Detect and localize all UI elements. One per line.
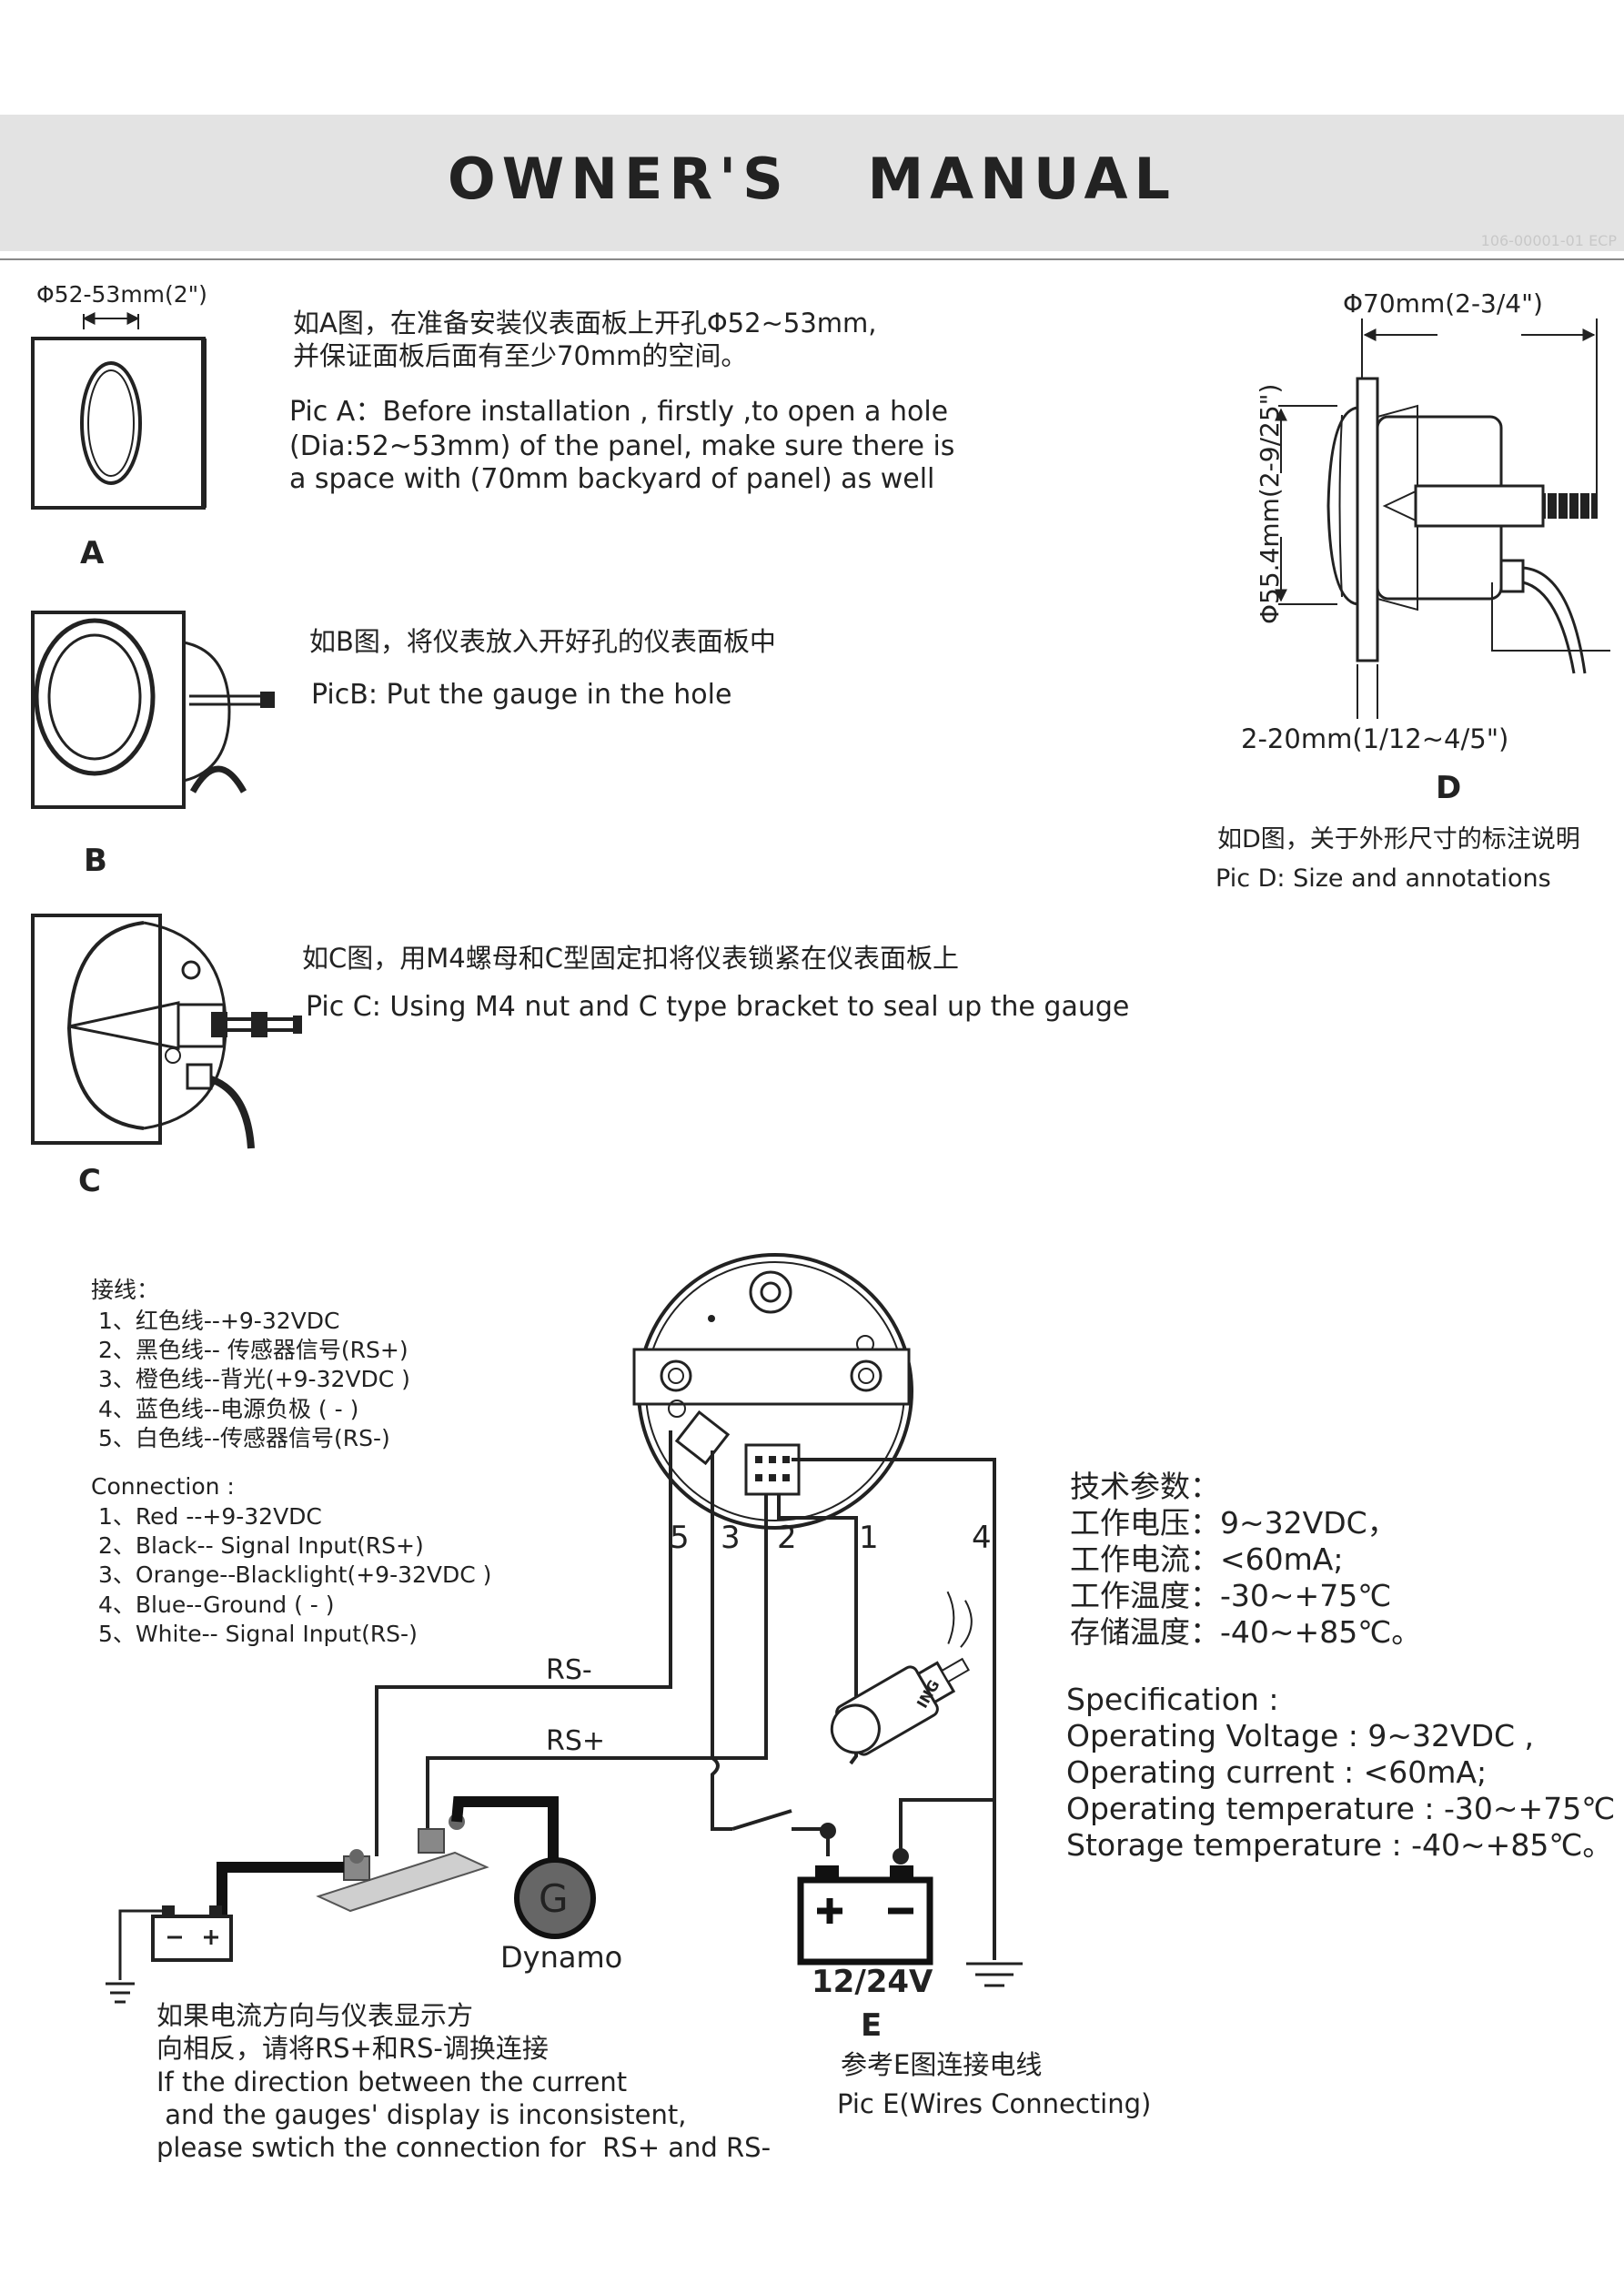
- note-cn-line-1: 如果电流方向与仪表显示方: [156, 2000, 474, 2031]
- pic-a-en-line-3: a space with (70mm backyard of panel) as…: [289, 463, 935, 495]
- heavy-cables: [217, 1796, 559, 1917]
- rs-minus-label: RS-: [546, 1654, 592, 1686]
- battery-voltage: 12/24V: [812, 1964, 933, 2000]
- ground-icon: [106, 1982, 135, 2004]
- header-band: [0, 115, 1624, 251]
- wiring-cn-item: 5、白色线--传感器信号(RS-): [98, 1425, 390, 1451]
- pic-c-en: Pic C: Using M4 nut and C type bracket t…: [306, 991, 1130, 1023]
- figure-e-label: E: [861, 2007, 883, 2044]
- header-rule: [0, 258, 1624, 260]
- wiring-en-item: 3、Orange--Blacklight(+9-32VDC ): [98, 1561, 492, 1588]
- ground-icon: [966, 1962, 1023, 1987]
- figure-e-gauge-back: [632, 1253, 913, 1530]
- note-cn-line-2: 向相反，请将RS+和RS-调换连接: [156, 2033, 549, 2064]
- wiring-cn-item: 4、蓝色线--电源负极 ( - ): [98, 1396, 359, 1422]
- pic-d-en: Pic D: Size and annotations: [1215, 864, 1551, 893]
- page-title: OWNER'S MANUAL: [448, 146, 1176, 212]
- wiring-en-item: 4、Blue--Ground ( - ): [98, 1592, 335, 1618]
- pic-d-height: Φ55.4mm(2-9/25"): [1255, 383, 1285, 624]
- pic-a-cn-line-1: 如A图，在准备安装仪表面板上开孔Φ52~53mm,: [293, 308, 877, 339]
- wiring-cn-item: 3、橙色线--背光(+9-32VDC ): [98, 1366, 410, 1392]
- figure-b-label: B: [84, 843, 107, 879]
- rs-plus-label: RS+: [546, 1725, 606, 1757]
- specs-en-item: Storage temperature : -40~+85℃。: [1066, 1827, 1613, 1863]
- wiring-cn-heading: 接线：: [91, 1277, 160, 1303]
- wiring-cn-item: 1、红色线--+9-32VDC: [98, 1308, 340, 1334]
- wiring-lines: [375, 1430, 996, 1960]
- figure-d-dimensions: [1275, 318, 1610, 719]
- pic-e-en: Pic E(Wires Connecting): [837, 2088, 1152, 2119]
- pic-d-panel-thickness: 2-20mm(1/12~4/5"): [1241, 723, 1509, 754]
- wire-number-3: 3: [721, 1520, 741, 1556]
- specs-en-item: Operating current : <60mA;: [1066, 1754, 1488, 1790]
- pic-a-en-line-2: (Dia:52~53mm) of the panel, make sure th…: [289, 430, 955, 462]
- pic-b-cn: 如B图，将仪表放入开好孔的仪表面板中: [309, 626, 776, 657]
- pic-a-cn-line-2: 并保证面板后面有至少70mm的空间。: [293, 340, 748, 371]
- figure-d-label: D: [1436, 770, 1462, 806]
- specs-cn-item: 工作电压：9~32VDC，: [1070, 1505, 1397, 1541]
- pic-b-en: PicB: Put the gauge in the hole: [311, 679, 732, 711]
- pic-d-cn: 如D图，关于外形尺寸的标注说明: [1217, 825, 1580, 854]
- wiring-en-item: 5、White-- Signal Input(RS-): [98, 1621, 418, 1647]
- wiring-cn-item: 2、黑色线-- 传感器信号(RS+): [98, 1337, 409, 1363]
- figure-c-label: C: [78, 1163, 101, 1199]
- specs-en-heading: Specification :: [1066, 1682, 1279, 1717]
- ignition-switch-icon: [830, 1591, 973, 1756]
- specs-en-item: Operating Voltage : 9~32VDC ,: [1066, 1718, 1534, 1753]
- dynamo-label: Dynamo: [500, 1940, 623, 1975]
- note-en-line-3: please swtich the connection for RS+ and…: [156, 2132, 772, 2163]
- specs-cn-heading: 技术参数：: [1070, 1469, 1220, 1504]
- figure-c-bracket-mounted: [31, 914, 302, 1149]
- specs-cn-item: 工作电流：<60mA;: [1070, 1541, 1344, 1577]
- wiring-en-item: 2、Black-- Signal Input(RS+): [98, 1532, 424, 1559]
- figure-a-label: A: [80, 535, 105, 571]
- wiring-en-heading: Connection :: [91, 1473, 235, 1500]
- main-battery-icon: [797, 1865, 933, 1966]
- wire-number-1: 1: [859, 1520, 879, 1556]
- dynamo-icon: [514, 1857, 596, 1939]
- pic-a-en-line-1: Pic A：Before installation , firstly ,to …: [289, 396, 949, 428]
- pic-d-width: Φ70mm(2-3/4"): [1343, 288, 1543, 318]
- wire-number-2: 2: [777, 1520, 797, 1556]
- note-en-line-1: If the direction between the current: [156, 2067, 628, 2097]
- specs-en-item: Operating temperature : -30~+75℃: [1066, 1791, 1616, 1826]
- pic-c-cn: 如C图，用M4螺母和C型固定扣将仪表锁紧在仪表面板上: [302, 943, 959, 974]
- wire-number-4: 4: [972, 1520, 992, 1556]
- figure-b-gauge-in-hole: [31, 611, 275, 809]
- note-en-line-2: and the gauges' display is inconsistent,: [156, 2099, 687, 2130]
- specs-cn-item: 工作温度：-30~+75℃: [1070, 1578, 1392, 1613]
- figure-a-panel-hole: [31, 312, 207, 510]
- pic-a-dimension: Φ52-53mm(2"): [36, 281, 207, 308]
- document-code: 106-00001-01 ECP: [1480, 232, 1617, 249]
- specs-cn-item: 存储温度：-40~+85℃。: [1070, 1614, 1422, 1650]
- wire-number-5: 5: [670, 1520, 690, 1556]
- dynamo-letter: G: [539, 1876, 569, 1921]
- small-battery-icon: [118, 1905, 233, 1980]
- pic-e-cn: 参考E图连接电线: [841, 2049, 1043, 2080]
- junction-dot: [893, 1848, 909, 1865]
- junction-dot: [820, 1823, 836, 1839]
- wiring-en-item: 1、Red --+9-32VDC: [98, 1503, 322, 1530]
